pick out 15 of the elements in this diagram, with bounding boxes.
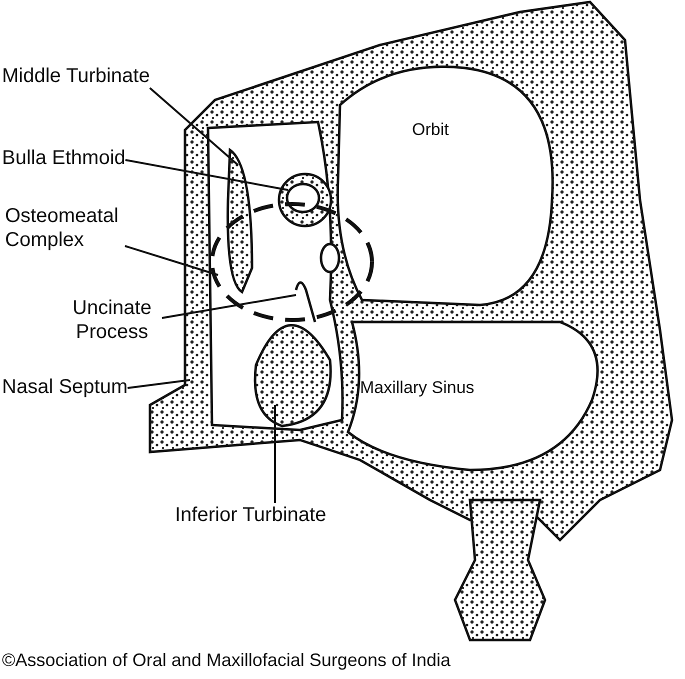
part-label: Nasal Septum — [2, 375, 128, 399]
leader-line — [124, 245, 218, 276]
part-label: Osteomeatal Complex — [5, 204, 125, 252]
leader-line — [125, 159, 288, 191]
region-label: Maxillary Sinus — [360, 377, 474, 399]
leader-line — [128, 379, 190, 389]
region-label: Orbit — [412, 119, 449, 141]
part-label: Inferior Turbinate — [175, 503, 326, 527]
part-label: Uncinate Process — [62, 296, 162, 344]
part-label: Bulla Ethmoid — [2, 146, 126, 170]
leader-line — [162, 294, 296, 319]
leader-line — [274, 405, 276, 503]
part-label: Middle Turbinate — [2, 64, 150, 88]
leader-line — [149, 87, 239, 166]
copyright-notice: ©Association of Oral and Maxillofacial Surgeons of India — [2, 649, 450, 672]
